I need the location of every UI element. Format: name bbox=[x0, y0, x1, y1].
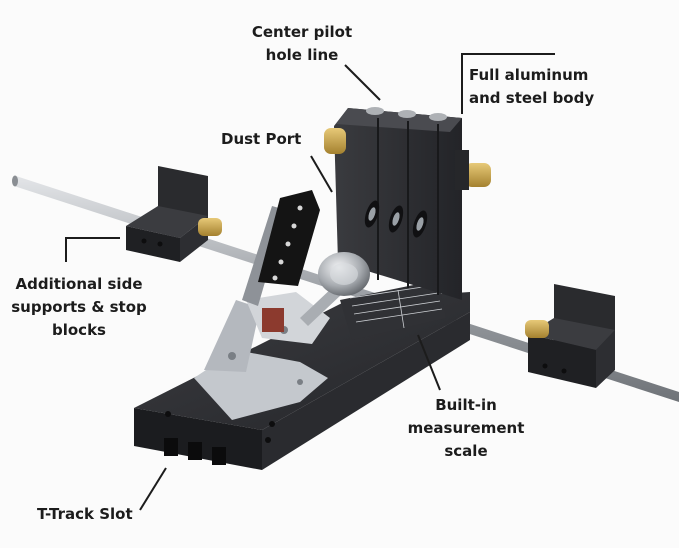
measurement-scale-plate bbox=[340, 280, 446, 340]
drill-guide-body bbox=[324, 107, 491, 300]
leader-center-pilot bbox=[344, 64, 381, 101]
leader-measurement-scale bbox=[417, 334, 441, 391]
clamp-handle bbox=[242, 190, 320, 306]
callout-t-track-slot: T-Track Slot bbox=[37, 505, 133, 523]
callout-measurement-scale: Built-in measurement scale bbox=[407, 396, 525, 460]
right-stop-block bbox=[525, 284, 615, 388]
leader-t-track bbox=[139, 467, 167, 511]
leader-dust-port bbox=[310, 155, 333, 193]
leader-full-body bbox=[461, 53, 555, 114]
clamp-spindle bbox=[300, 252, 370, 326]
toggle-clamp bbox=[194, 292, 330, 420]
callout-leaders bbox=[65, 53, 555, 511]
leader-side-supports bbox=[65, 237, 120, 262]
left-stop-block bbox=[126, 166, 222, 262]
callout-full-aluminum-steel-body: Full aluminum and steel body bbox=[469, 66, 595, 107]
callout-dust-port: Dust Port bbox=[221, 130, 302, 148]
callout-side-supports-stop-blocks: Additional side supports & stop blocks bbox=[11, 275, 147, 339]
callout-center-pilot-hole-line: Center pilot hole line bbox=[251, 23, 353, 64]
